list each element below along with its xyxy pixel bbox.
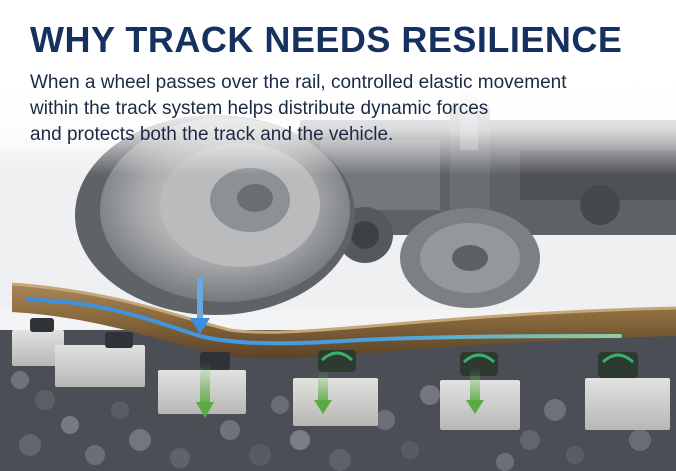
description-line: within the track system helps distribute…	[30, 98, 489, 119]
page-title: WHY TRACK NEEDS RESILIENCE	[30, 19, 623, 60]
force-down-arrow-icon	[466, 368, 484, 414]
description-line: and protects both the track and the vehi…	[30, 124, 394, 145]
rail-fastenings	[30, 318, 638, 378]
description-text: When a wheel passes over the rail, contr…	[30, 70, 630, 148]
force-down-arrow-icon	[314, 370, 332, 414]
rail	[11, 282, 676, 359]
force-down-arrow-icon	[196, 362, 214, 418]
header-fade	[0, 0, 676, 175]
deflection-line	[26, 298, 622, 346]
description-line: When a wheel passes over the rail, contr…	[30, 72, 567, 93]
rear-wheel	[400, 208, 540, 308]
load-arrow-icon	[190, 278, 210, 334]
